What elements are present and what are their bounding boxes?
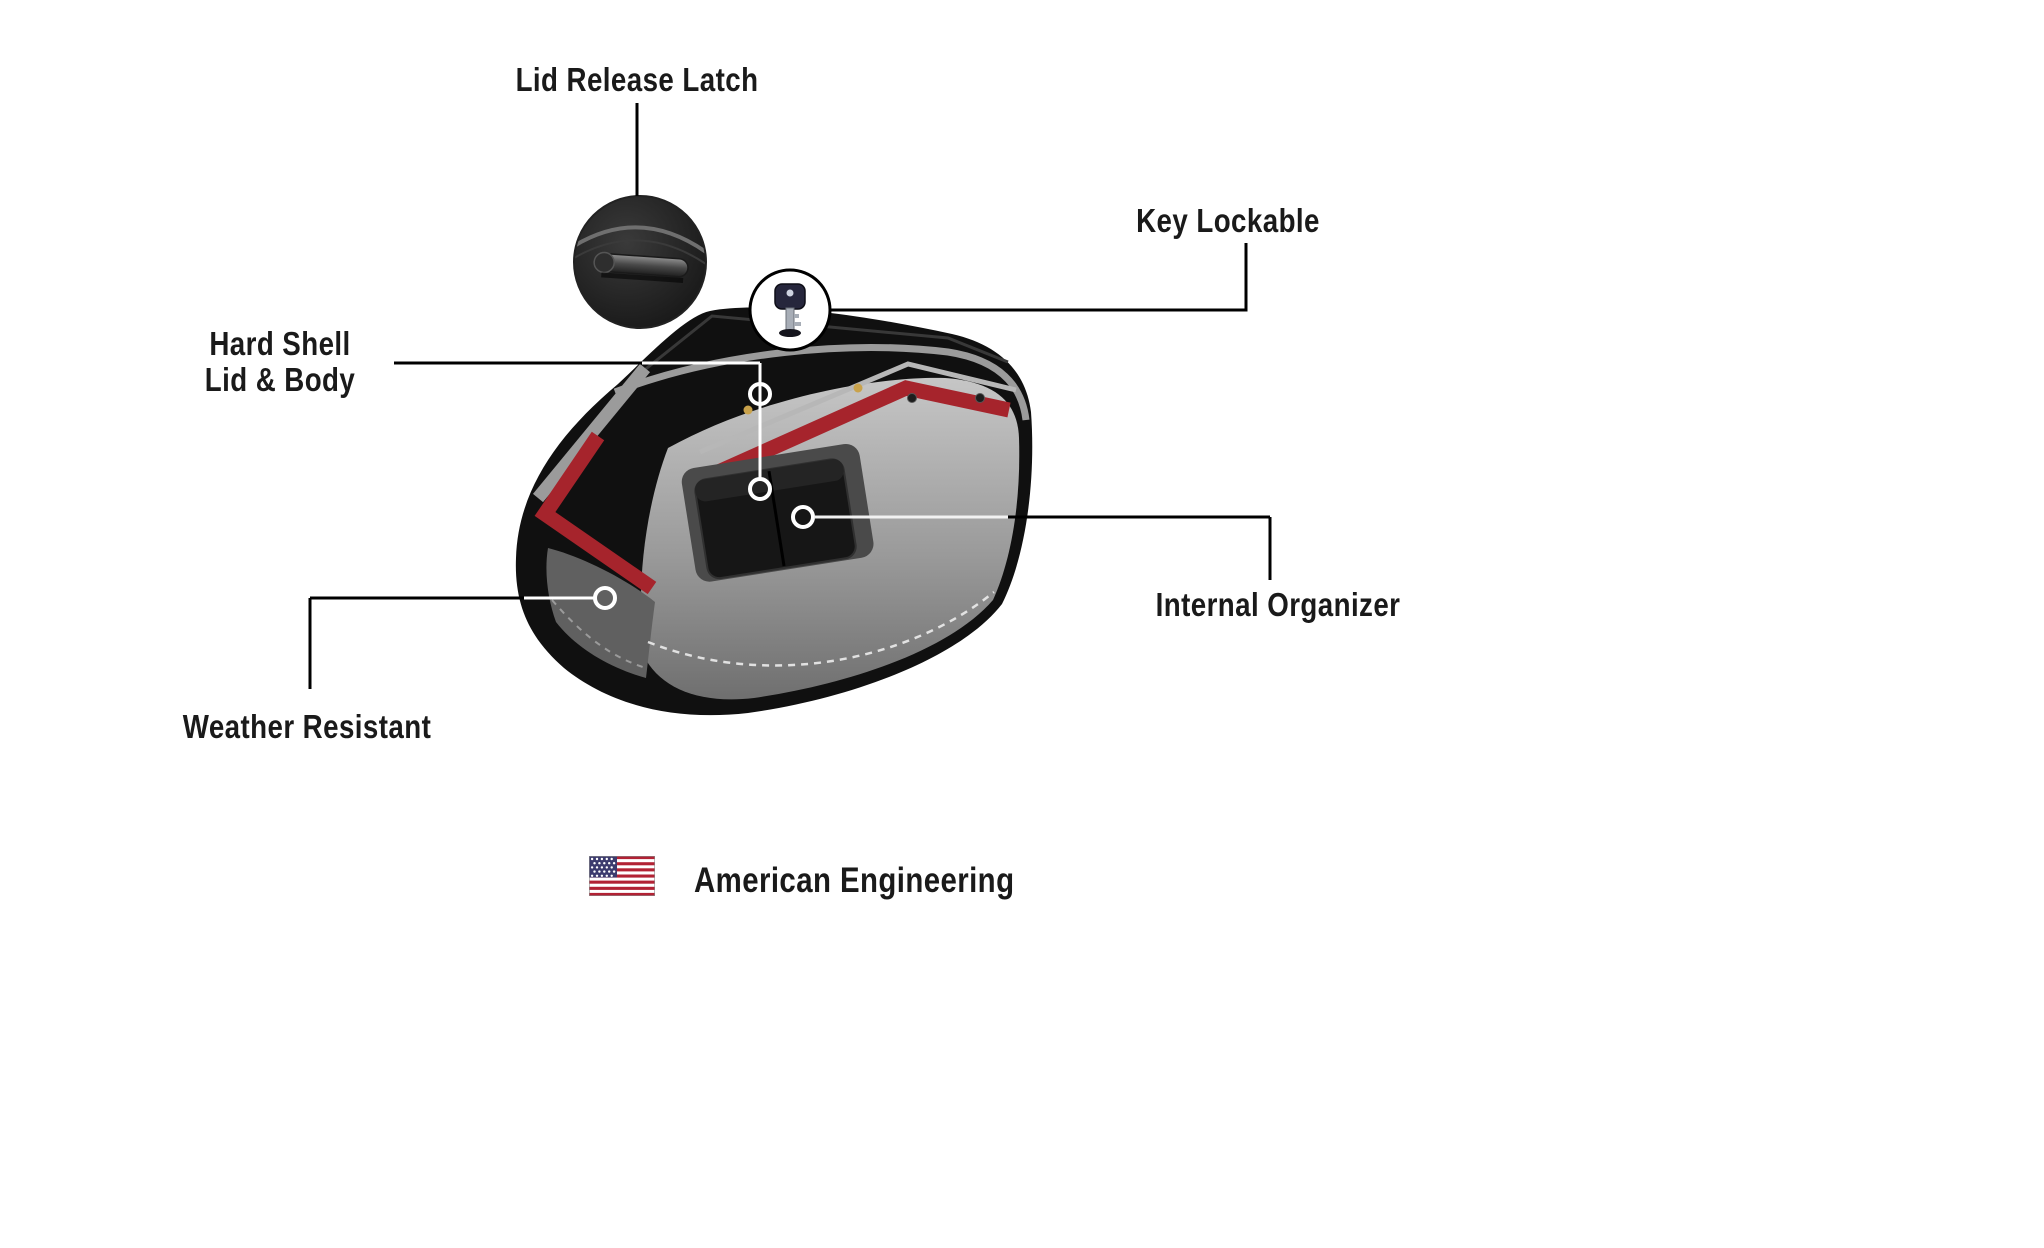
- label-key-lockable: Key Lockable: [1136, 202, 1320, 239]
- lid-rivets: [743, 383, 985, 415]
- marker-organizer: [791, 505, 815, 529]
- marker-weather: [593, 586, 617, 610]
- internal-organizer-pockets: [681, 443, 874, 582]
- callout-hard-shell: [394, 361, 772, 501]
- callout-key-lockable: [831, 243, 1248, 312]
- lid-top-highlight: [631, 314, 1009, 382]
- marker-lid: [748, 382, 772, 406]
- callout-internal-organizer: [791, 505, 1272, 580]
- back-wall-red-stripe: [710, 380, 1011, 481]
- interior-floor: [546, 548, 655, 678]
- key-icon: [774, 283, 806, 337]
- label-lid-release-latch: Lid Release Latch: [515, 61, 759, 98]
- label-internal-organizer: Internal Organizer: [1155, 586, 1401, 623]
- label-weather-resistant: Weather Resistant: [182, 708, 432, 745]
- back-wall-silver-stripe: [699, 361, 1017, 455]
- us-flag-icon: [589, 856, 655, 896]
- latch-detail-inset: [573, 195, 707, 329]
- label-hard-shell: Hard Shell Lid & Body: [205, 326, 355, 398]
- label-hard-shell-line2: Lid & Body: [204, 361, 356, 398]
- callout-weather-resistant: [308, 586, 617, 689]
- label-american-engineering: American Engineering: [694, 861, 1015, 900]
- label-hard-shell-line1: Hard Shell: [209, 325, 351, 362]
- latch-icon: [593, 251, 689, 284]
- stitch-line-left: [551, 599, 647, 669]
- marker-body: [748, 477, 772, 501]
- front-red-chevron: [534, 431, 657, 595]
- lid-trim-silver: [613, 344, 1030, 421]
- saddlebag: [515, 307, 1033, 716]
- key-detail-inset: [748, 268, 832, 352]
